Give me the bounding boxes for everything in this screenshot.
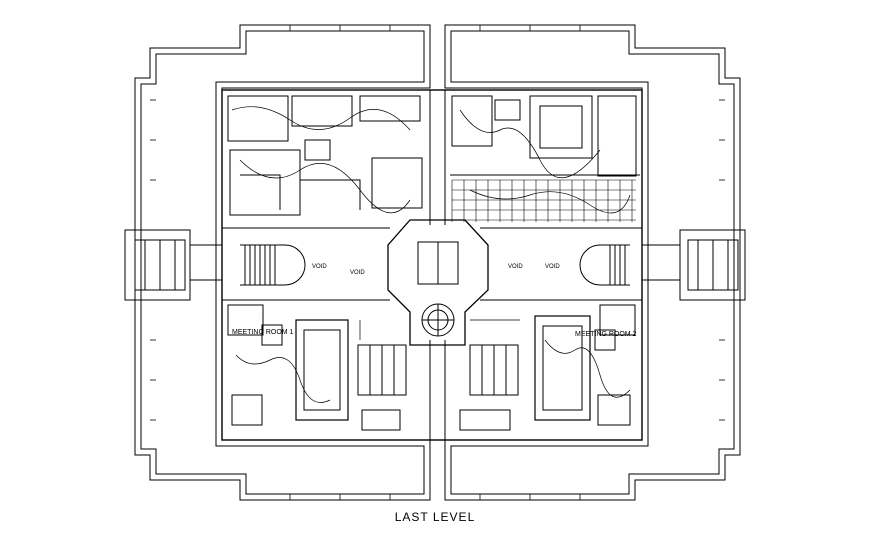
top-left-rooms bbox=[227, 95, 423, 216]
restroom-block-right bbox=[459, 344, 519, 431]
core-outline bbox=[221, 89, 643, 441]
stair-left bbox=[240, 244, 306, 286]
restroom-block-left bbox=[357, 344, 407, 431]
meeting-room-2-label: MEETING ROOM 2 bbox=[575, 331, 637, 338]
meeting-room-1-area bbox=[227, 304, 349, 426]
bridge-right bbox=[642, 244, 680, 281]
left-wing bbox=[124, 24, 431, 501]
central-core-octagon bbox=[387, 219, 489, 346]
stair-right bbox=[579, 244, 630, 286]
void-label-4: VOID bbox=[545, 264, 560, 270]
bridge-left bbox=[190, 244, 222, 281]
side-tower-right bbox=[687, 239, 739, 291]
top-right-rooms bbox=[450, 95, 640, 177]
tiled-grid-area bbox=[451, 179, 636, 222]
void-label-3: VOID bbox=[508, 264, 523, 270]
electrical-circuits bbox=[231, 106, 631, 403]
meeting-room-2-area bbox=[534, 304, 636, 426]
void-label-1: VOID bbox=[312, 264, 327, 270]
meeting-room-1-label: MEETING ROOM 1 bbox=[232, 329, 294, 336]
wing-column-ticks bbox=[150, 25, 725, 500]
side-tower-left bbox=[134, 239, 186, 291]
drawing-title: LAST LEVEL bbox=[395, 510, 476, 524]
void-label-2: VOID bbox=[350, 270, 365, 276]
